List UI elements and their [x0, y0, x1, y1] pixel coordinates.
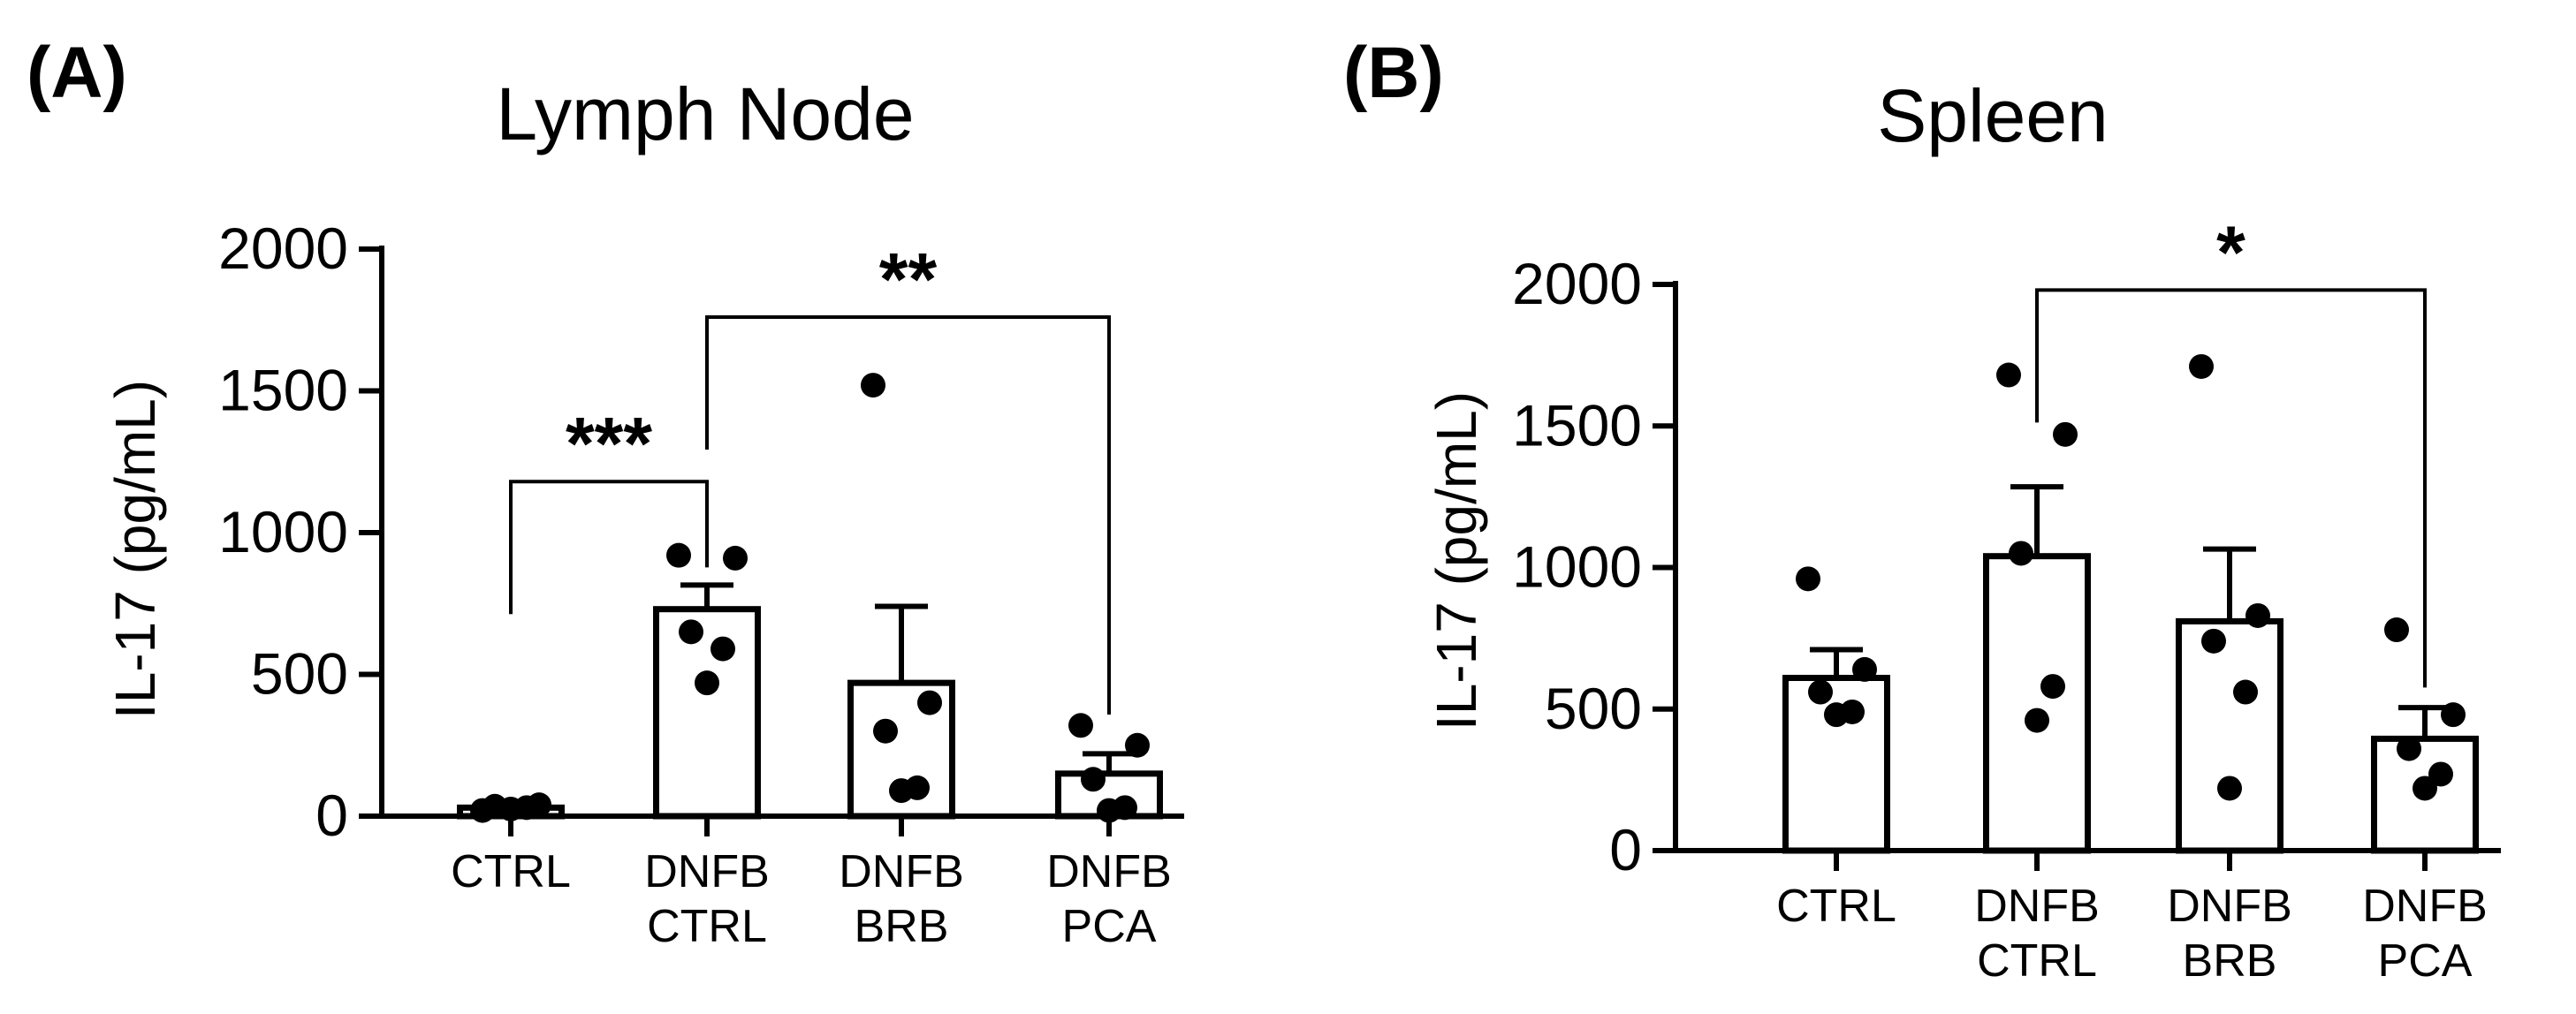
bar	[1983, 553, 2091, 854]
category-label-line: BRB	[2183, 935, 2277, 987]
data-point	[723, 545, 748, 571]
data-point	[2233, 679, 2258, 705]
data-point	[2413, 776, 2437, 801]
data-point	[2428, 761, 2453, 787]
category-label: CTRL	[451, 846, 571, 897]
data-point	[1996, 362, 2021, 388]
category-label-line: DNFB	[1046, 846, 1172, 897]
data-point	[2441, 702, 2466, 728]
data-point	[1068, 713, 1093, 738]
data-point	[917, 690, 942, 715]
significance-bracket	[2035, 288, 2427, 688]
data-point	[873, 718, 898, 744]
chart-title: Lymph Node	[496, 72, 914, 155]
panel-a: (A) Lymph Node IL-17 (pg/mL) 0 500 1000 150…	[27, 33, 1184, 952]
data-point	[2189, 353, 2214, 379]
category-label-line: CTRL	[451, 846, 571, 897]
data-point	[1081, 767, 1106, 792]
y-tick-label: 2000	[1512, 251, 1642, 316]
data-point	[861, 373, 885, 398]
category-label-line: BRB	[855, 901, 949, 952]
significance-label: ***	[566, 402, 652, 485]
category-label-line: CTRL	[1776, 881, 1896, 932]
bar	[653, 606, 761, 820]
data-point	[2201, 628, 2226, 654]
data-point	[1852, 656, 1877, 682]
data-point	[2053, 421, 2078, 447]
chart-title: Spleen	[1877, 74, 2109, 157]
category-label-line: PCA	[2378, 935, 2473, 987]
y-tick-label: 1000	[218, 499, 348, 564]
bar	[2176, 617, 2283, 854]
data-point	[1097, 798, 1121, 823]
category-label-line: DNFB	[2362, 881, 2488, 932]
category-label-line: DNFB	[839, 846, 964, 897]
data-point	[2397, 736, 2421, 761]
y-tick-label: 0	[1609, 817, 1642, 882]
category-label-line: DNFB	[644, 846, 770, 897]
y-tick-label: 500	[251, 641, 348, 707]
data-point	[1808, 679, 1833, 705]
data-point	[498, 796, 523, 821]
panel-letter: (B)	[1343, 33, 1444, 113]
y-tick-label: 2000	[218, 216, 348, 281]
data-point	[889, 778, 914, 804]
category-label-line: CTRL	[1977, 935, 2097, 987]
data-point	[695, 670, 719, 696]
data-point	[2384, 617, 2409, 643]
y-tick-label: 1000	[1512, 534, 1642, 600]
data-point	[1824, 702, 1849, 728]
significance-label: **	[879, 238, 938, 321]
category-label-line: DNFB	[1974, 881, 2100, 932]
category-label-line: CTRL	[647, 901, 767, 952]
data-point	[679, 619, 703, 645]
data-point	[2025, 708, 2049, 733]
data-point	[2217, 776, 2242, 801]
significance-label: *	[2216, 210, 2245, 293]
significance-bracket	[705, 315, 1111, 715]
data-point	[710, 636, 735, 662]
y-tick-label: 0	[315, 783, 348, 848]
data-point	[2040, 674, 2065, 700]
data-point	[1125, 732, 1150, 758]
data-point	[2245, 602, 2270, 628]
y-tick-label: 1500	[1512, 392, 1642, 458]
data-point	[2009, 541, 2033, 566]
y-axis-label: IL-17 (pg/mL)	[103, 380, 167, 719]
y-axis-label: IL-17 (pg/mL)	[1425, 391, 1488, 730]
data-point	[1796, 566, 1820, 592]
category-label-line: PCA	[1062, 901, 1157, 952]
y-tick-label: 1500	[218, 358, 348, 423]
data-point	[666, 542, 691, 568]
panel-b: (B) Spleen IL-17 (pg/mL) 0 500 1000 1500 200…	[1343, 33, 2501, 987]
category-label: CTRL	[1776, 881, 1896, 932]
y-tick-label: 500	[1545, 676, 1642, 741]
category-label-line: DNFB	[2167, 881, 2292, 932]
significance-bracket	[509, 480, 709, 615]
panel-letter: (A)	[27, 33, 127, 113]
